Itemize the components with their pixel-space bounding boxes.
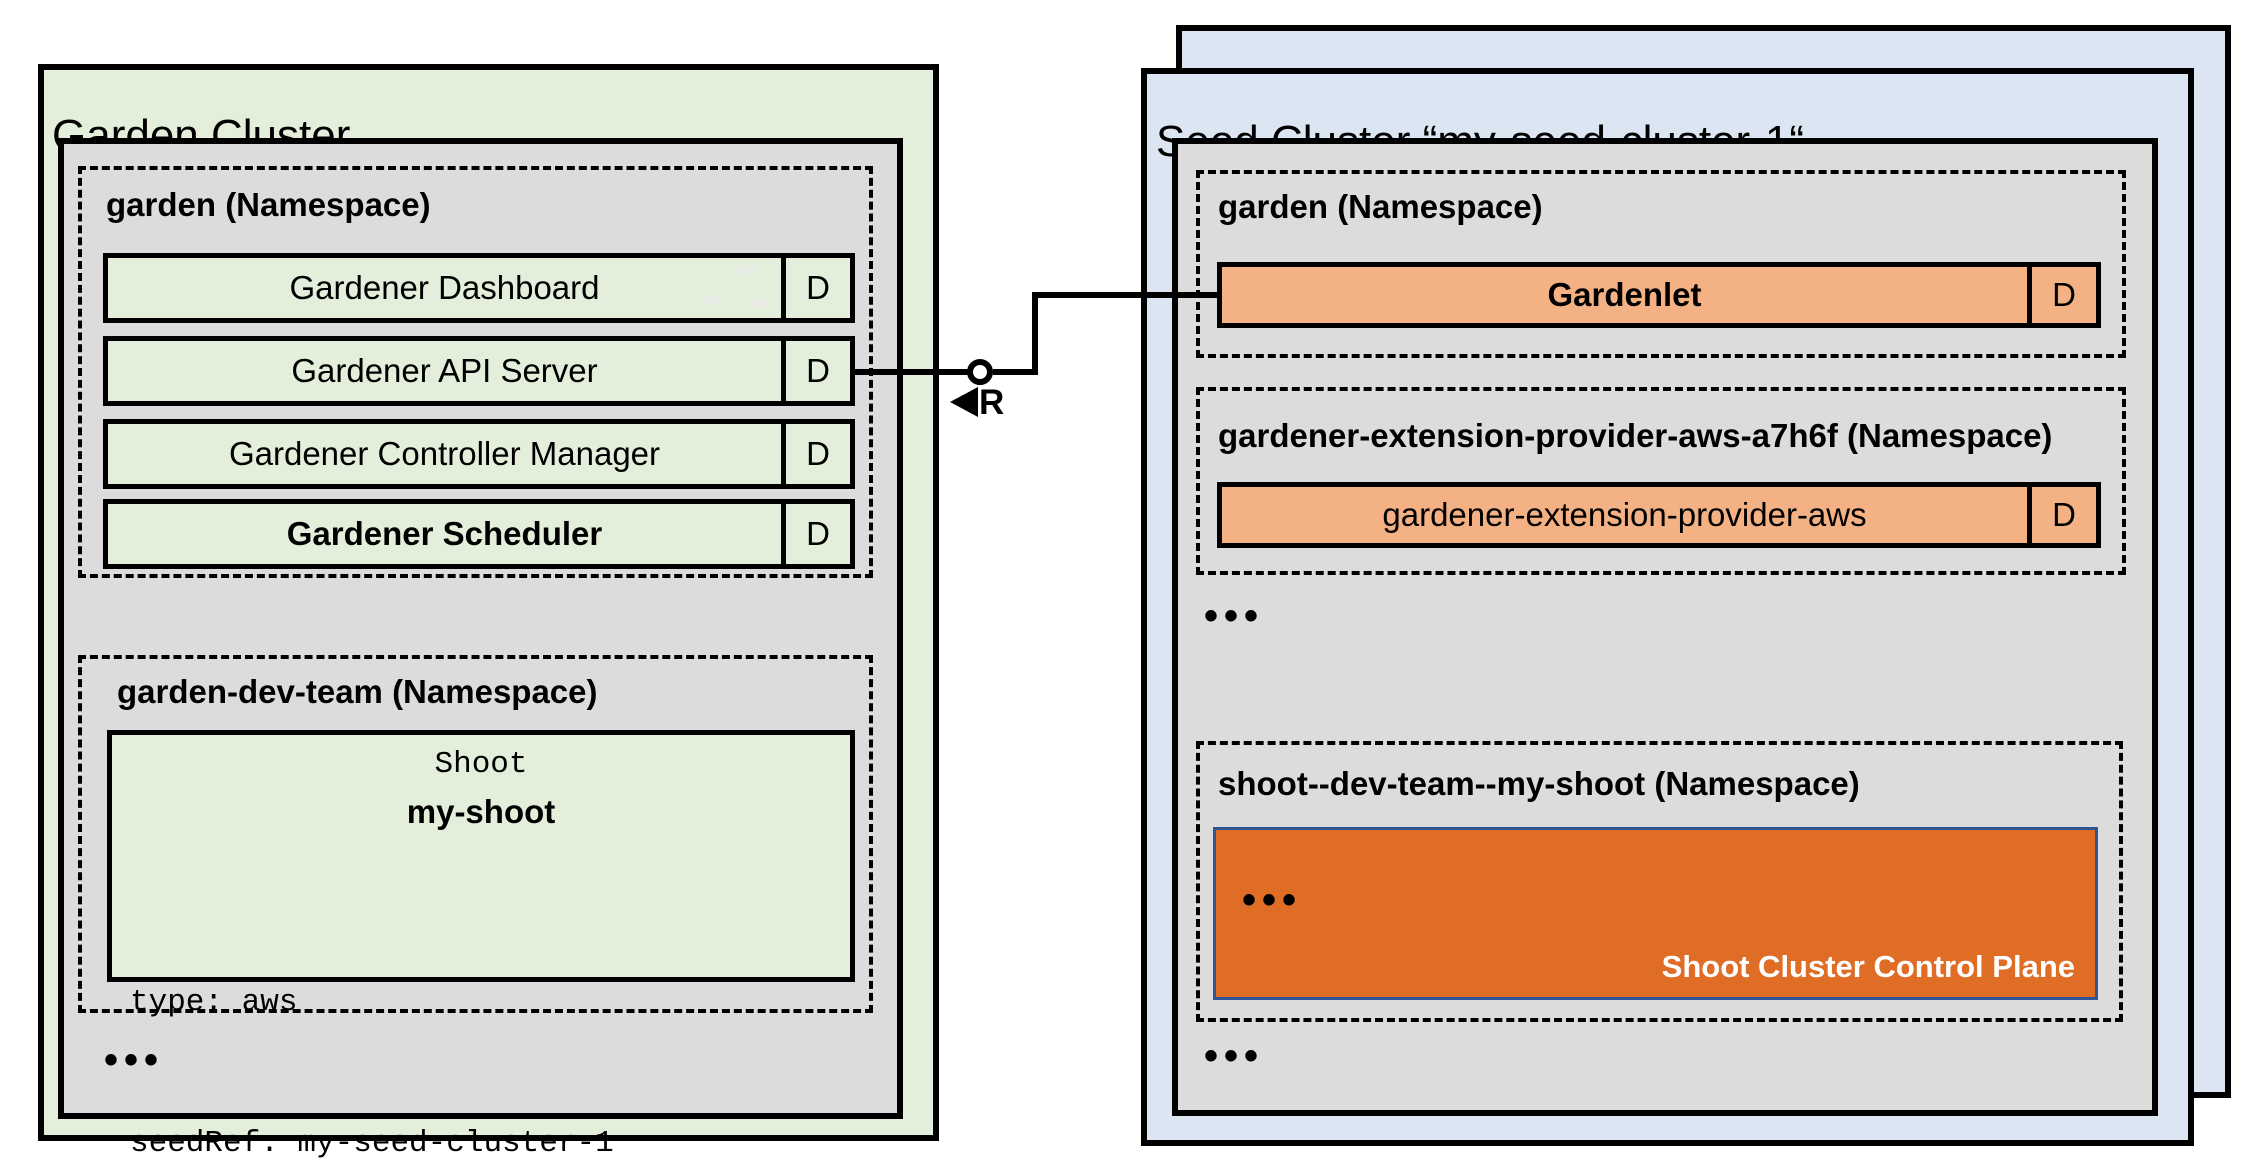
namespace-garden-dev-team: garden-dev-team (Namespace) Shoot my-sho… — [78, 655, 873, 1161]
seed-namespace-shoot-label: shoot--dev-team--my-shoot (Namespace) — [1218, 765, 1860, 802]
namespace-garden-label: garden (Namespace) — [106, 186, 431, 223]
interface-circle-icon — [967, 359, 993, 385]
seed-cluster-body: garden (Namespace) Gardenlet D gardener-… — [1172, 138, 2158, 1116]
deployment-kind-badge: D — [781, 424, 850, 484]
deployment-gardener-extension-provider-aws: gardener-extension-provider-aws D — [1217, 482, 2101, 548]
shoot-resource-name: my-shoot — [406, 793, 556, 830]
deployment-gardenlet: Gardenlet D — [1217, 262, 2101, 328]
ghost-artifact-dash — [736, 266, 756, 274]
garden-cluster-body: garden (Namespace) Gardener Dashboard D … — [58, 138, 903, 1161]
shoot-resource-spec: type: aws seedRef: my-seed-cluster-1 — [130, 885, 614, 1174]
seed-namespace-extension-provider-aws: gardener-extension-provider-aws-a7h6f (N… — [1196, 387, 2126, 575]
connector-segment-vertical — [1032, 292, 1038, 375]
deployment-name: gardener-extension-provider-aws — [1382, 496, 1867, 533]
ghost-artifact-dash — [704, 297, 720, 304]
deployment-name: Gardenlet — [1547, 276, 1702, 313]
control-plane-label: Shoot Cluster Control Plane — [1661, 949, 2075, 984]
deployment-name: Gardener Scheduler — [286, 515, 603, 552]
seed-namespace-extension-label: gardener-extension-provider-aws-a7h6f (N… — [1218, 417, 2053, 454]
shoot-cluster-control-plane-box: ••• Shoot Cluster Control Plane — [1213, 827, 2098, 1000]
namespace-garden-dev-team-label: garden-dev-team (Namespace) — [117, 673, 598, 710]
shoot-spec-type: type: aws — [130, 985, 298, 1020]
deployment-kind-badge: D — [2027, 267, 2096, 323]
seed-namespace-garden-label: garden (Namespace) — [1218, 188, 1543, 225]
more-shoot-namespaces-ellipsis: ••• — [1204, 1034, 1265, 1078]
connector-segment-from-api-server — [853, 369, 969, 375]
deployment-kind-badge: D — [781, 258, 850, 318]
namespace-garden: garden (Namespace) Gardener Dashboard D … — [78, 166, 873, 578]
ghost-artifact-dash — [752, 300, 768, 307]
deployment-gardener-api-server: Gardener API Server D — [103, 336, 855, 406]
deployment-kind-badge: D — [781, 341, 850, 401]
control-plane-components-ellipsis: ••• — [1242, 878, 1303, 922]
deployment-kind-badge: D — [2027, 487, 2096, 543]
more-namespaces-ellipsis: ••• — [104, 1038, 165, 1082]
garden-cluster-card: Garden Cluster garden (Namespace) Garden… — [38, 64, 939, 1161]
seed-namespace-garden: garden (Namespace) Gardenlet D — [1196, 170, 2126, 358]
more-extensions-ellipsis: ••• — [1204, 594, 1265, 638]
left-arrowhead-icon — [950, 387, 978, 417]
deployment-name: Gardener API Server — [291, 352, 598, 389]
deployment-name: Gardener Dashboard — [289, 269, 600, 306]
seed-namespace-shoot: shoot--dev-team--my-shoot (Namespace) ••… — [1196, 741, 2123, 1022]
deployment-name: Gardener Controller Manager — [228, 435, 661, 472]
seed-cluster-card: Seed Cluster “my-seed-cluster-1“ garden … — [1141, 68, 2194, 1146]
deployment-kind-badge: D — [781, 504, 850, 564]
connector-segment-middle — [993, 369, 1037, 375]
deployment-gardener-scheduler: Gardener Scheduler D — [103, 499, 855, 569]
shoot-resource-kind: Shoot — [434, 747, 528, 782]
shoot-resource-box: Shoot my-shoot type: aws seedRef: my-see… — [107, 730, 855, 1161]
shoot-spec-seedref: seedRef: my-seed-cluster-1 — [130, 1126, 614, 1161]
connector-r-label: R — [979, 383, 1005, 422]
connector-segment-to-gardenlet — [1032, 292, 1218, 298]
deployment-gardener-dashboard: Gardener Dashboard D — [103, 253, 855, 323]
deployment-gardener-controller-manager: Gardener Controller Manager D — [103, 419, 855, 489]
